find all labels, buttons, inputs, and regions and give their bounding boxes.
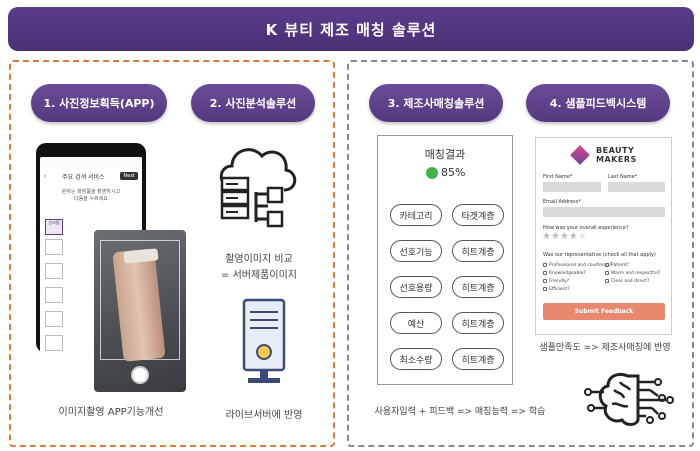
star-rating[interactable]: ★ ★ ★ ★ ★ xyxy=(542,231,587,242)
phone-next-button[interactable]: Next xyxy=(120,172,138,180)
email-label: Email Address* xyxy=(543,199,581,205)
match-chip[interactable]: 히트계층 xyxy=(452,240,504,262)
cloud-server-icon xyxy=(219,148,297,228)
option-label: Knowledgeable? xyxy=(549,270,586,276)
phone-instruction-2: 다음을 누르세요 xyxy=(74,196,108,202)
step-2-caption-line-2: = 서버제품이미지 xyxy=(221,270,297,281)
panel-matching-feedback xyxy=(347,60,694,447)
option-label: Efficient? xyxy=(549,286,570,292)
checkbox-icon[interactable] xyxy=(543,279,547,283)
step-2-caption-2: 라이브서버에 반영 xyxy=(225,410,303,421)
match-status-dot-icon xyxy=(426,166,438,179)
phone-category-cell[interactable] xyxy=(45,263,63,279)
brand-line-2: MAKERS xyxy=(596,155,637,164)
match-chip[interactable]: 선호용량 xyxy=(390,276,442,298)
option-label: Warm and respectful? xyxy=(611,270,661,276)
checkbox-option[interactable]: Clear and direct? xyxy=(605,277,660,285)
brand-name: BEAUTY MAKERS xyxy=(596,146,637,164)
match-chip[interactable]: 히트계층 xyxy=(452,348,504,370)
phone-instruction-1: 원하는 화장품을 촬영하시고 xyxy=(61,189,121,195)
checkbox-option[interactable]: Friendly? xyxy=(543,277,612,285)
options-right: Patient? Warm and respectful? Clear and … xyxy=(605,261,660,285)
checkbox-option[interactable]: Warm and respectful? xyxy=(605,269,660,277)
match-chip[interactable]: 히트계층 xyxy=(452,276,504,298)
star-icon[interactable]: ★ xyxy=(559,231,569,242)
page-title: K 뷰티 제조 매칭 솔루션 xyxy=(8,7,694,51)
camera-shutter-button[interactable] xyxy=(131,366,149,384)
first-name-label: First Name* xyxy=(543,174,573,180)
checkbox-option[interactable]: Knowledgeable? xyxy=(543,269,612,277)
checkbox-option[interactable]: Patient? xyxy=(605,261,660,269)
step-1-pill: 1. 사진정보획득(APP) xyxy=(31,84,167,122)
email-input[interactable] xyxy=(543,207,665,217)
feedback-form xyxy=(535,137,672,335)
back-arrow-icon[interactable]: ‹ xyxy=(44,172,47,180)
option-label: Patient? xyxy=(611,262,630,268)
checkbox-icon[interactable] xyxy=(543,287,547,291)
brand-line-1: BEAUTY xyxy=(596,146,635,155)
match-chip[interactable]: 타겟계층 xyxy=(452,204,504,226)
options-left: Professional and courteous? Knowledgeabl… xyxy=(543,261,612,293)
option-label: Clear and direct? xyxy=(611,278,650,284)
representative-label: Was our representative (check all that a… xyxy=(543,252,656,258)
option-label: Friendly? xyxy=(549,278,570,284)
submit-feedback-button[interactable]: Submit Feedback xyxy=(543,303,665,320)
first-name-input[interactable] xyxy=(543,182,601,192)
experience-label: How was your overall experience? xyxy=(543,225,629,231)
checkbox-icon[interactable] xyxy=(605,263,609,267)
checkbox-icon[interactable] xyxy=(543,271,547,275)
phone-category-cell[interactable] xyxy=(45,287,63,303)
step-2-caption-line-1: 촬영이미지 비교 xyxy=(225,254,293,265)
matching-result-percent: 85% xyxy=(426,166,465,179)
phone-nav-title: 주요 검색 서비스 xyxy=(62,173,105,181)
checkbox-icon[interactable] xyxy=(605,271,609,275)
phone-category-selected[interactable]: 선크림 xyxy=(45,219,63,235)
last-name-label: Last Name* xyxy=(608,174,638,180)
match-chip[interactable]: 카테고리 xyxy=(390,204,442,226)
step-2-pill: 2. 사진분석솔루션 xyxy=(191,84,315,122)
star-icon[interactable]: ★ xyxy=(542,231,551,242)
matching-result-title: 매칭결과 xyxy=(424,148,466,161)
last-name-input[interactable] xyxy=(608,182,665,192)
step-1-caption: 이미지촬영 APP기능개선 xyxy=(58,407,164,418)
phone-category-cell[interactable] xyxy=(45,335,63,351)
step-4-pill: 4. 샘플피드백시스템 xyxy=(526,84,670,122)
phone-category-cell[interactable] xyxy=(45,311,63,327)
match-chip[interactable]: 최소수량 xyxy=(390,348,442,370)
phone-category-cell[interactable] xyxy=(45,239,63,255)
step-3-caption: 사용자입력 + 피드백 => 매칭능력 => 학습 xyxy=(374,407,546,417)
match-chip[interactable]: 히트계층 xyxy=(452,312,504,334)
match-chip[interactable]: 선호기능 xyxy=(390,240,442,262)
ai-brain-icon xyxy=(584,372,674,426)
checkbox-option[interactable]: Professional and courteous? xyxy=(543,261,612,269)
star-icon[interactable]: ★ xyxy=(568,231,578,242)
step-4-caption: 샘플만족도 => 제조사매칭에 반영 xyxy=(539,343,671,353)
step-3-pill: 3. 제조사매칭솔루션 xyxy=(369,84,503,122)
server-tower-icon xyxy=(242,298,286,383)
match-percent-value: 85% xyxy=(441,166,466,179)
checkbox-icon[interactable] xyxy=(605,279,609,283)
star-icon[interactable]: ★ xyxy=(550,231,560,242)
checkbox-icon[interactable] xyxy=(543,263,547,267)
match-chip[interactable]: 예산 xyxy=(390,312,442,334)
option-label: Professional and courteous? xyxy=(549,262,613,268)
checkbox-option[interactable]: Efficient? xyxy=(543,285,612,293)
panel-photo-analysis xyxy=(9,60,335,447)
star-icon[interactable]: ★ xyxy=(577,231,587,242)
